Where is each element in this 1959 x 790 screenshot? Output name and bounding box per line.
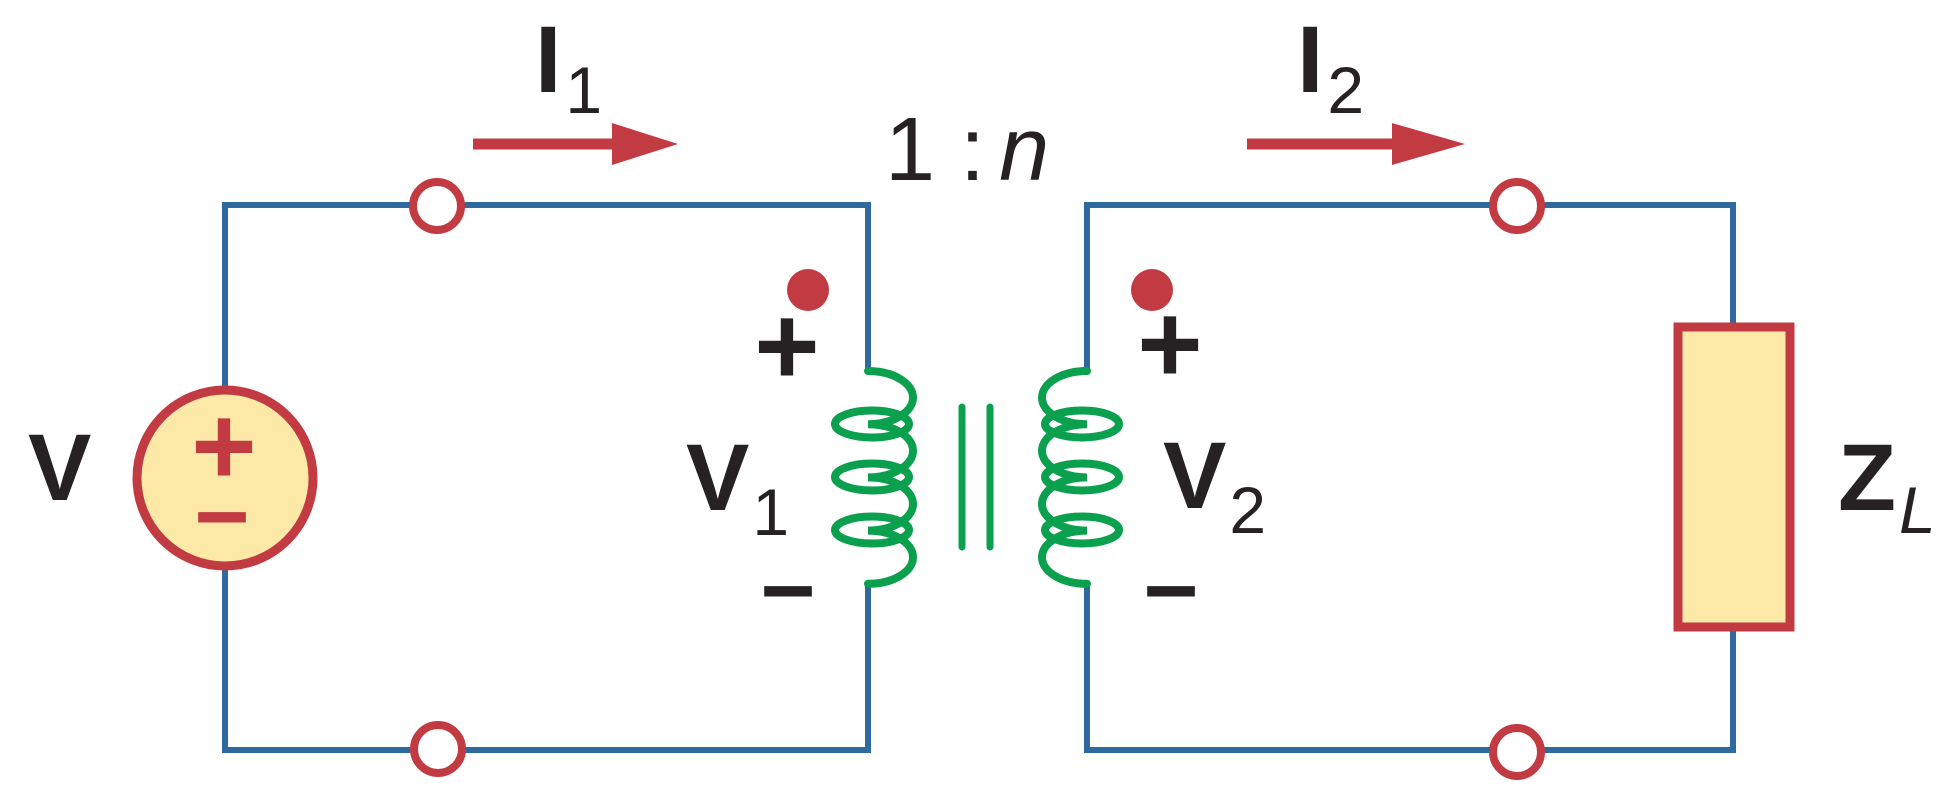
current-label-i1: I1: [535, 7, 602, 127]
voltage-label-v1: V1: [686, 425, 789, 549]
load-label-zl-main: Z: [1838, 425, 1896, 531]
primary-coil-loop-2: [831, 459, 913, 495]
source-plus-mark: +: [191, 384, 256, 509]
load-label-zl: ZL: [1838, 425, 1936, 547]
primary-coil-icon: [864, 367, 917, 588]
v2-minus-mark: −: [1143, 538, 1198, 644]
polarity-dot-primary-icon: [787, 269, 829, 311]
v1-plus-mark: +: [754, 284, 819, 409]
turns-ratio-n: n: [999, 100, 1049, 200]
voltage-label-v1-main: V: [686, 425, 749, 531]
current-arrow-i1: [473, 123, 678, 165]
current-label-i1-main: I: [535, 7, 561, 113]
current-label-i2: I2: [1297, 7, 1364, 127]
wire-secondary-bottom: [1084, 582, 1736, 753]
v2-plus-mark: +: [1137, 282, 1202, 407]
voltage-label-v2: V2: [1163, 423, 1266, 547]
voltage-label-v2-sub: 2: [1229, 473, 1266, 547]
wire-primary-bottom: [222, 566, 871, 753]
secondary-coil-icon: [1038, 367, 1091, 588]
source-minus-mark: −: [194, 464, 249, 570]
primary-coil-loop-1: [831, 406, 913, 442]
wire-primary-top: [222, 202, 871, 390]
current-label-i1-sub: 1: [565, 53, 602, 127]
arrow-i1-head: [612, 123, 678, 165]
current-arrow-i2: [1247, 123, 1465, 165]
secondary-coil-loop-1: [1041, 406, 1123, 442]
voltage-label-v2-main: V: [1163, 423, 1226, 529]
v1-minus-mark: −: [760, 538, 815, 644]
primary-coil-loop-3: [831, 512, 913, 548]
voltage-source-icon: [132, 385, 318, 571]
arrow-i2-head: [1392, 123, 1465, 165]
polarity-dot-secondary-icon: [1131, 269, 1173, 311]
source-label: V: [28, 415, 91, 521]
secondary-coil-loop-2: [1041, 459, 1123, 495]
current-label-i2-sub: 2: [1327, 53, 1364, 127]
turns-ratio-prefix: 1 :: [885, 100, 985, 200]
terminal-secondary-bottom-icon: [1489, 724, 1545, 780]
load-impedance-icon: [1673, 322, 1795, 632]
terminal-secondary-top-icon: [1489, 178, 1545, 234]
terminal-primary-top-icon: [409, 178, 465, 234]
secondary-coil-loop-3: [1041, 512, 1123, 548]
turns-ratio-label: 1 :n: [885, 100, 1049, 200]
load-label-zl-sub: L: [1899, 473, 1936, 547]
wire-secondary-top: [1084, 202, 1736, 371]
voltage-label-v1-sub: 1: [752, 475, 789, 549]
current-label-i2-main: I: [1297, 7, 1323, 113]
terminal-primary-bottom-icon: [410, 721, 466, 777]
